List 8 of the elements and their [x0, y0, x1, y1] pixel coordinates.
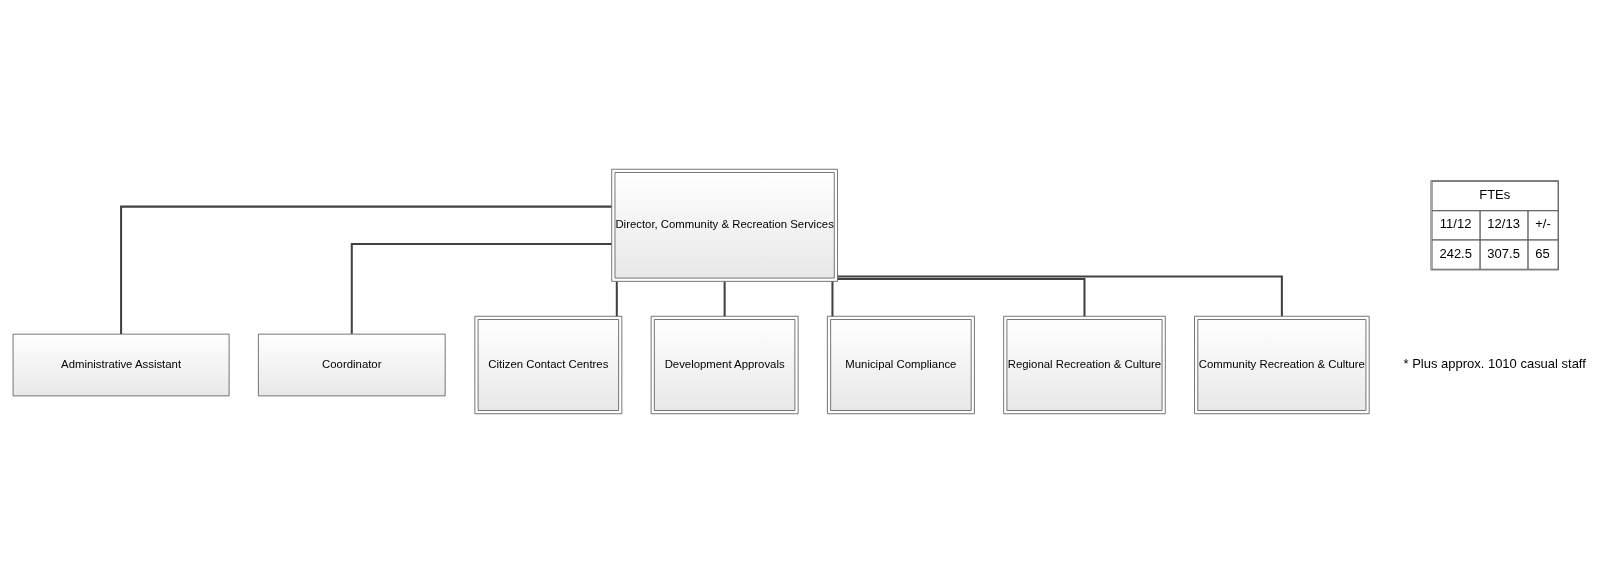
label: 242.5: [1439, 245, 1472, 261]
label: FTEs: [1479, 187, 1511, 203]
label: * Plus approx. 1010 casual staff: [1403, 356, 1586, 372]
label: 307.5: [1487, 245, 1520, 261]
label: 65: [1535, 245, 1550, 261]
label: 11/12: [1439, 216, 1472, 232]
label: 12/13: [1487, 216, 1520, 232]
label: +/-: [1535, 216, 1551, 232]
